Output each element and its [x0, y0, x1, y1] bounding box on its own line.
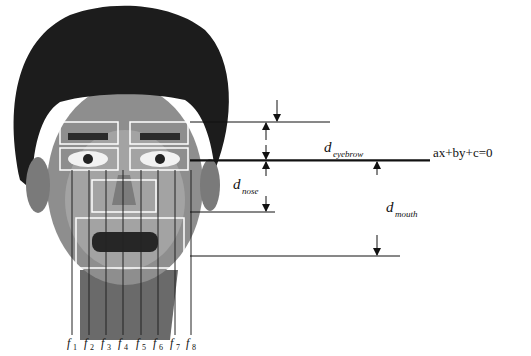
projection-subscript: 1 [73, 344, 77, 352]
equation-label: ax+by+c=0 [433, 146, 493, 159]
dimension-subscript: mouth [395, 210, 418, 219]
projection-symbol: f [118, 337, 121, 349]
projection-subscript: 6 [159, 344, 163, 352]
dimension-subscript: nose [242, 187, 259, 196]
projection-symbol: f [67, 337, 70, 349]
projection-symbol: f [84, 337, 87, 349]
projection-symbol: f [153, 337, 156, 349]
projection-subscript: 7 [176, 344, 180, 352]
projection-subscript: 5 [142, 344, 146, 352]
projection-symbol: f [170, 337, 173, 349]
projection-subscript: 8 [192, 344, 196, 352]
projection-symbol: f [186, 337, 189, 349]
dimension-symbol: d [386, 200, 394, 215]
dimension-subscript: eyebrow [333, 150, 363, 159]
dimension-symbol: d [233, 177, 241, 192]
projection-subscript: 3 [107, 344, 111, 352]
projection-symbol: f [101, 337, 104, 349]
dimension-symbol: d [324, 140, 332, 155]
projection-symbol: f [136, 337, 139, 349]
projection-subscript: 2 [90, 344, 94, 352]
projection-subscript: 4 [124, 344, 128, 352]
